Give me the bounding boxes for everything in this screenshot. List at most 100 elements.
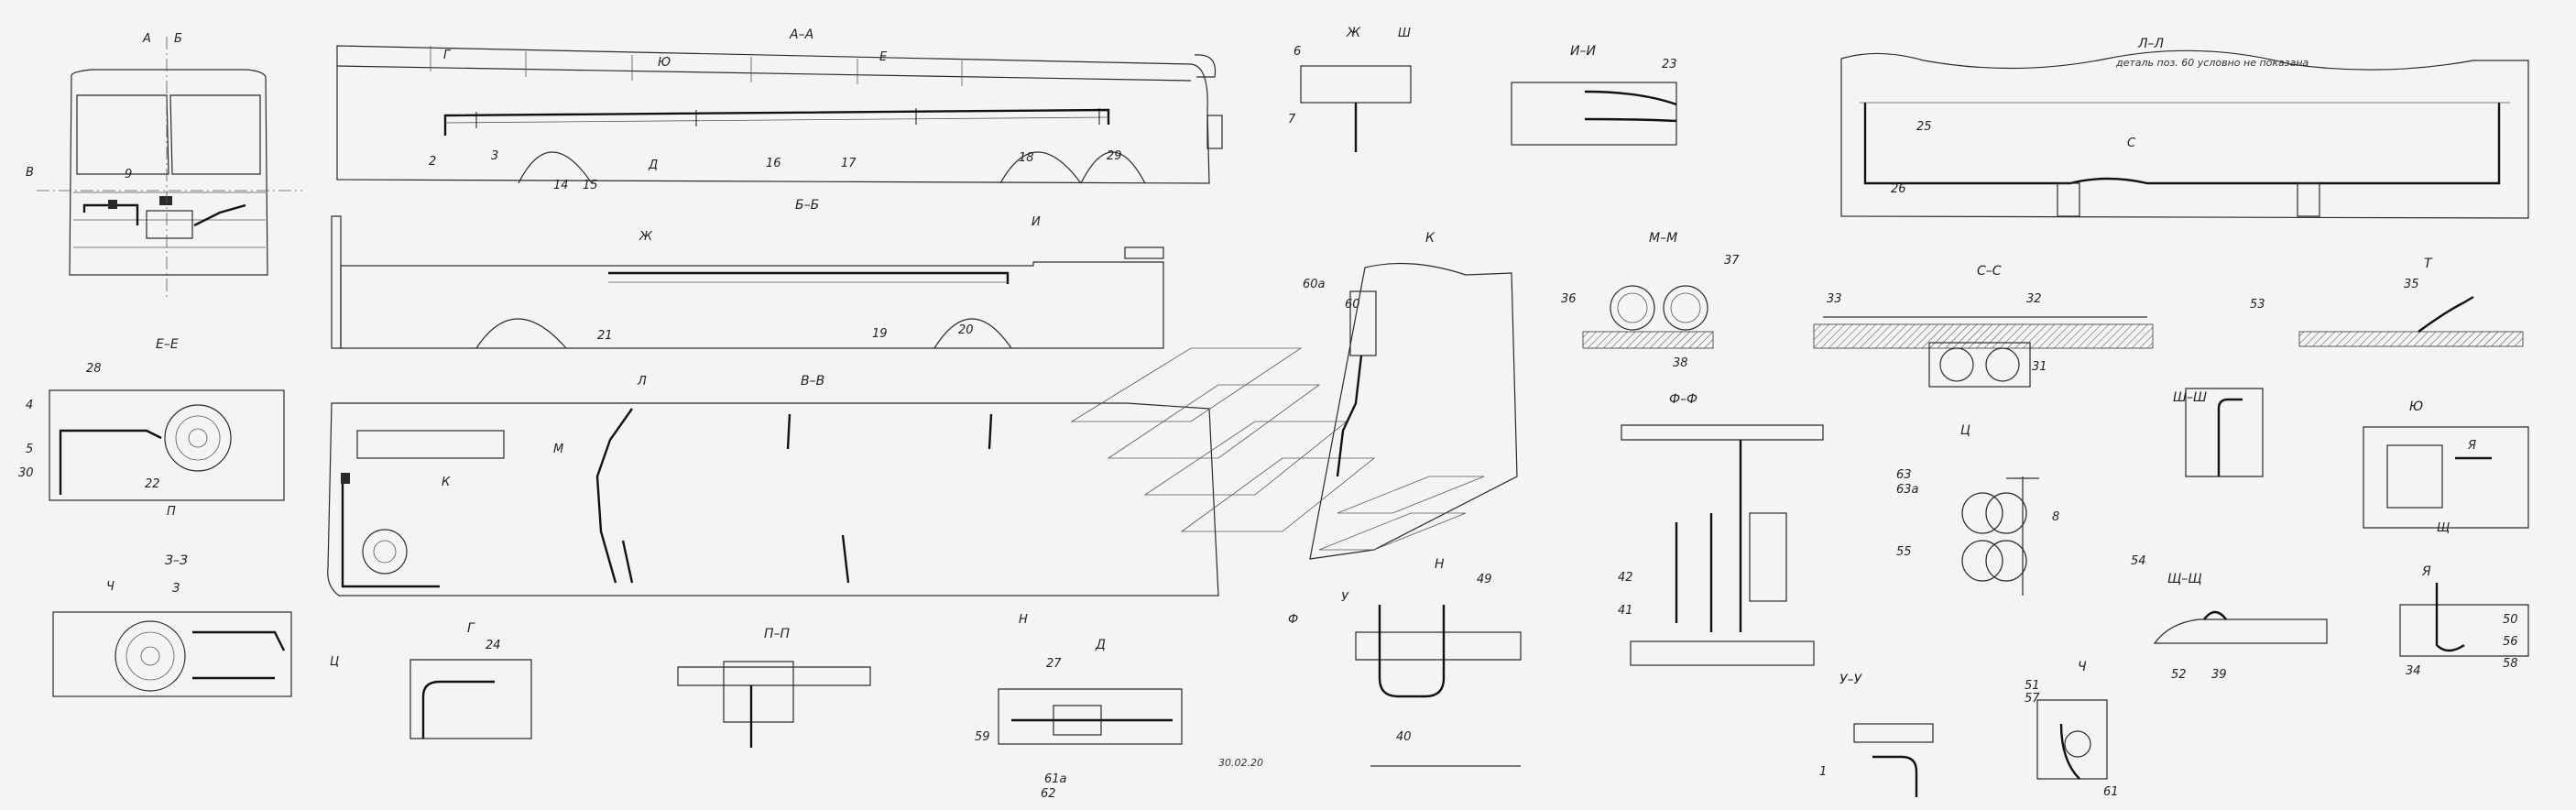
position-label: 57 bbox=[2025, 692, 2040, 706]
section-title-zz: З–З bbox=[165, 553, 188, 568]
position-label: 28 bbox=[86, 362, 102, 376]
cut-marker: У bbox=[1341, 591, 1349, 605]
section-title-ts: Ц bbox=[1960, 423, 1970, 438]
section-titles: А–А Б–Б Е–Е З–З В–В Г П–П Д Ж И–И Л–Л де… bbox=[156, 26, 2433, 687]
detail-mm bbox=[1582, 285, 1714, 349]
position-label: 5 bbox=[26, 443, 33, 456]
position-label: 14 bbox=[553, 179, 569, 192]
position-label: 58 bbox=[2503, 657, 2518, 671]
position-label: 9 bbox=[125, 168, 132, 181]
position-label: 51 bbox=[2025, 679, 2040, 693]
section-title-k: К bbox=[1425, 231, 1435, 246]
cut-marker: Щ bbox=[2437, 521, 2450, 535]
detail-ch bbox=[2036, 699, 2108, 780]
cut-marker: К bbox=[442, 476, 451, 489]
section-title-vv: В–В bbox=[801, 374, 824, 389]
section-title-g: Г bbox=[467, 621, 475, 636]
cut-marker: Ш bbox=[1398, 27, 1411, 40]
section-title-t: Т bbox=[2424, 257, 2433, 271]
section-title-ee: Е–Е bbox=[156, 337, 179, 352]
section-title-shsh: Ш–Ш bbox=[2173, 390, 2207, 405]
date-stamp: 30.02.20 bbox=[1218, 757, 1263, 769]
detail-zz bbox=[52, 611, 292, 697]
position-label: 24 bbox=[486, 639, 501, 652]
cut-marker: В bbox=[26, 166, 34, 180]
cut-marker: С bbox=[2127, 137, 2136, 150]
plan-view bbox=[327, 402, 1219, 597]
position-label: 52 bbox=[2171, 668, 2187, 682]
position-label: 60 bbox=[1345, 298, 1360, 312]
position-label: 15 bbox=[583, 179, 598, 192]
section-title-shch: Щ–Щ bbox=[2167, 572, 2202, 586]
detail-ll bbox=[1840, 49, 2529, 219]
position-label: 19 bbox=[872, 327, 888, 341]
position-label: 56 bbox=[2503, 635, 2518, 649]
detail-shch bbox=[2153, 610, 2328, 644]
section-title-pp: П–П bbox=[764, 627, 791, 641]
detail-n bbox=[1355, 605, 1522, 767]
cut-marker: Ю bbox=[658, 56, 671, 70]
position-label: 32 bbox=[2026, 292, 2042, 306]
cut-marker: Ч bbox=[106, 580, 115, 594]
cut-marker: Я bbox=[2467, 439, 2476, 453]
cut-marker: М bbox=[553, 443, 563, 456]
cut-marker: Л bbox=[637, 375, 647, 389]
position-label: 2 bbox=[429, 155, 436, 169]
section-title-ch: Ч bbox=[2078, 660, 2087, 674]
position-label: 20 bbox=[958, 323, 974, 337]
position-label: 31 bbox=[2032, 360, 2047, 374]
position-label: 38 bbox=[1673, 356, 1688, 370]
section-title-uu: У–У bbox=[1839, 673, 1863, 687]
cut-marker: Д bbox=[648, 159, 658, 172]
position-label: 59 bbox=[975, 730, 990, 744]
cut-marker: Е bbox=[879, 50, 888, 64]
section-title-n: Н bbox=[1435, 557, 1445, 572]
section-title-d: Д bbox=[1095, 638, 1106, 652]
cut-marker: Ж bbox=[639, 230, 653, 244]
section-title-ff: Ф–Ф bbox=[1669, 392, 1697, 407]
position-label: 6 bbox=[1293, 45, 1301, 59]
position-labels: 1 2 3 4 5 6 7 8 9 14 15 16 17 18 19 20 2… bbox=[18, 45, 2518, 801]
detail-pp bbox=[677, 661, 871, 748]
section-title-cc: С–С bbox=[1977, 264, 2002, 279]
detail-ff bbox=[1621, 424, 1824, 666]
position-label: 35 bbox=[2404, 278, 2419, 291]
position-label: 25 bbox=[1916, 120, 1932, 134]
position-label: 29 bbox=[1107, 149, 1122, 163]
section-title-bb: Б–Б bbox=[795, 198, 819, 213]
position-label: 63 bbox=[1896, 468, 1912, 482]
detail-t bbox=[2298, 295, 2524, 347]
position-label: 33 bbox=[1827, 292, 1842, 306]
section-title-ii: И–И bbox=[1570, 44, 1596, 59]
position-label: 22 bbox=[145, 477, 160, 491]
position-label: 61a bbox=[1044, 772, 1067, 786]
cut-marker: З bbox=[172, 582, 180, 596]
position-label: 23 bbox=[1662, 58, 1677, 71]
detail-g bbox=[409, 659, 532, 739]
cut-marker: Н bbox=[1019, 613, 1028, 627]
position-label: 8 bbox=[2052, 510, 2059, 524]
section-title-ya: Я bbox=[2421, 564, 2431, 579]
position-label: 21 bbox=[597, 329, 613, 343]
position-label: 61 bbox=[2103, 785, 2119, 799]
section-title-mm: М–М bbox=[1649, 231, 1677, 246]
section-title-ll: Л–Л bbox=[2137, 37, 2165, 51]
position-label: 3 bbox=[491, 149, 498, 163]
position-label: 34 bbox=[2406, 664, 2421, 678]
detail-d bbox=[998, 688, 1183, 745]
detail-yu bbox=[2363, 426, 2529, 529]
detail-cc bbox=[1813, 316, 2154, 388]
position-label: 37 bbox=[1724, 254, 1740, 268]
position-label: 39 bbox=[2211, 668, 2227, 682]
detail-shsh bbox=[2185, 388, 2264, 477]
front-view bbox=[37, 37, 302, 301]
detail-ee bbox=[49, 389, 285, 501]
position-label: 60a bbox=[1303, 278, 1326, 291]
position-label: 17 bbox=[841, 157, 857, 170]
position-label: 1 bbox=[1819, 765, 1827, 779]
cut-marker: Г bbox=[443, 49, 452, 62]
detail-uu bbox=[1853, 723, 1934, 797]
side-view-aa bbox=[336, 45, 1223, 184]
isometric-view bbox=[1070, 262, 1518, 560]
cut-marker: Б bbox=[174, 32, 182, 46]
